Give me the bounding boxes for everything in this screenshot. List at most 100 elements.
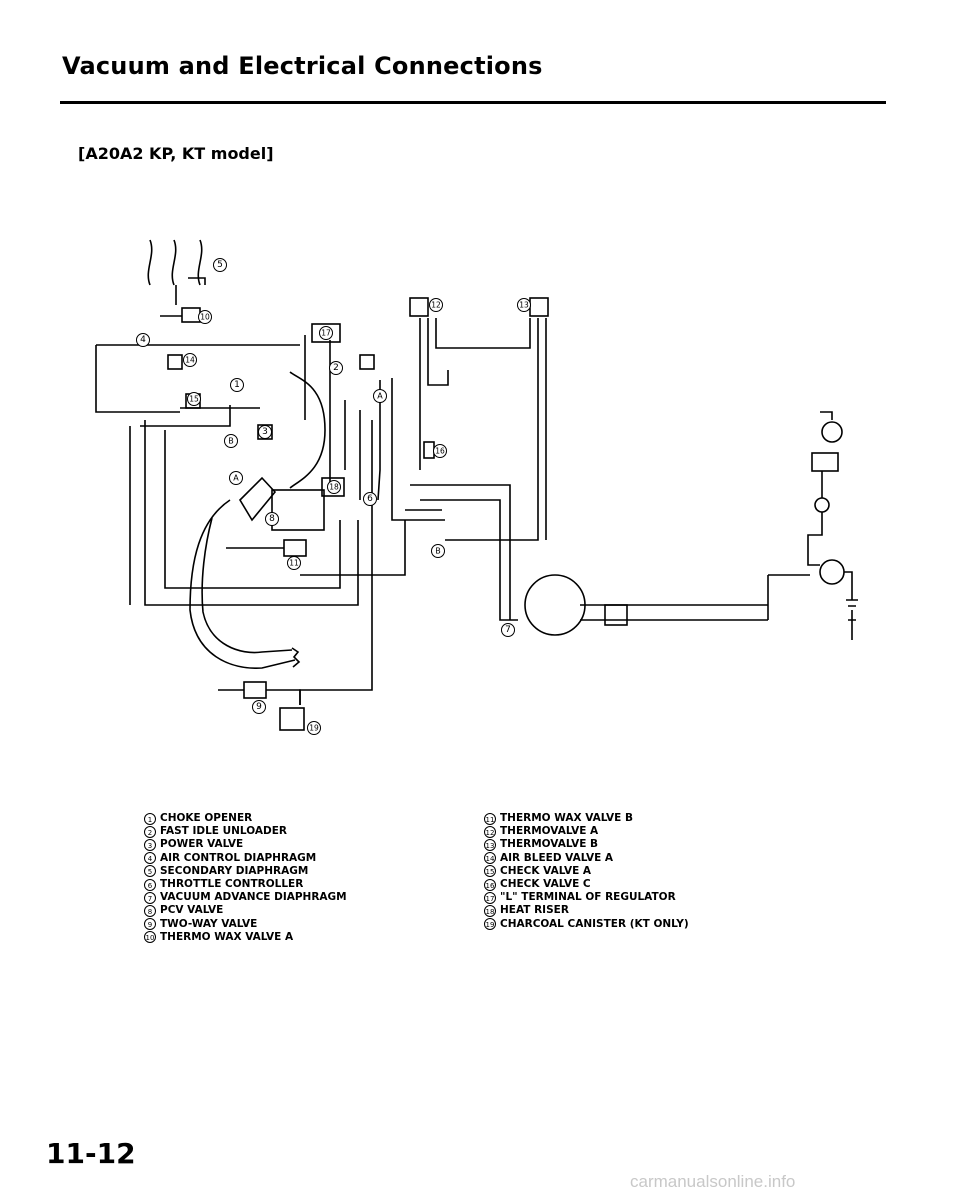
svg-text:9: 9: [256, 702, 262, 712]
marker-5: 5: [213, 258, 227, 272]
alternator: [819, 559, 845, 585]
svg-text:1: 1: [234, 380, 240, 390]
legend-item: 18 HEAT RISER: [484, 904, 689, 918]
marker-11: 11: [287, 556, 301, 570]
svg-text:3: 3: [262, 427, 268, 437]
marker-14: 14: [183, 353, 197, 367]
legend-label: PCV VALVE: [160, 904, 224, 917]
svg-text:8: 8: [269, 514, 275, 524]
legend-item: 14 AIR BLEED VALVE A: [484, 852, 689, 865]
legend-item: 17 "L" TERMINAL OF REGULATOR: [484, 891, 689, 904]
legend-number: 5: [144, 865, 156, 878]
legend-label: CHECK VALVE A: [500, 864, 592, 877]
legend-number: 14: [484, 852, 496, 865]
svg-text:13: 13: [519, 301, 529, 310]
title-rule: [60, 101, 886, 104]
legend-number: 8: [144, 905, 156, 918]
legend-item: 6 THROTTLE CONTROLLER: [144, 878, 347, 891]
svg-text:17: 17: [321, 329, 331, 338]
legend-number: 1: [144, 812, 156, 825]
legend-number: 11: [484, 812, 496, 825]
legend-number: 12: [484, 825, 496, 838]
legend-label: "L" TERMINAL OF REGULATOR: [500, 891, 676, 904]
svg-text:4: 4: [140, 335, 146, 345]
hose-end: [291, 647, 301, 668]
svg-text:2: 2: [333, 363, 339, 373]
legend-label: THERMO WAX VALVE B: [500, 812, 633, 824]
marker-7: 7: [501, 623, 515, 637]
vacuum-wiring-diagram: 5 10 12 13 17 4 14 2 1 A 15 3 B 16 A 18 …: [95, 239, 858, 735]
legend-item: 5 SECONDARY DIAPHRAGM: [144, 865, 347, 878]
legend-label: HEAT RISER: [500, 904, 569, 917]
legend-item: 11 THERMO WAX VALVE B: [484, 812, 689, 825]
marker-3: 3: [258, 425, 272, 439]
legend-number: 4: [144, 852, 156, 865]
legend-label: VACUUM ADVANCE DIAPHRAGM: [160, 891, 347, 904]
marker-6: 6: [363, 492, 377, 506]
svg-text:14: 14: [185, 356, 195, 365]
marker-4: 4: [136, 333, 150, 347]
legend-number: 13: [484, 839, 496, 851]
marker-12: 12: [429, 298, 443, 312]
legend-number: 10: [144, 931, 156, 944]
legend-number: 15: [484, 865, 496, 878]
carburetor-body: [271, 489, 325, 531]
legend-number: 17: [484, 891, 496, 904]
legend-label: CHOKE OPENER: [160, 812, 253, 824]
legend-item: 15 CHECK VALVE A: [484, 865, 689, 878]
marker-18: 18: [327, 480, 341, 494]
legend-label: CHARCOAL CANISTER (KT ONLY): [500, 917, 689, 930]
legend-item: 1 CHOKE OPENER: [144, 812, 347, 825]
marker-9: 9: [252, 700, 266, 714]
svg-text:15: 15: [189, 395, 199, 404]
legend-number: 9: [144, 918, 156, 931]
legend-number: 3: [144, 839, 156, 851]
svg-text:12: 12: [431, 301, 441, 310]
legend-label: THERMOVALVE A: [500, 825, 599, 838]
legend-number: 18: [484, 905, 496, 918]
svg-text:7: 7: [505, 625, 511, 635]
air-intake-hose: [189, 499, 296, 669]
legend-number: 16: [484, 878, 496, 891]
svg-text:11: 11: [289, 559, 299, 568]
watermark: carmanualsonline.info: [630, 1172, 796, 1191]
svg-text:A: A: [377, 392, 383, 401]
svg-text:A: A: [233, 474, 239, 483]
charcoal-canister: [279, 707, 305, 731]
legend-label: THERMO WAX VALVE A: [160, 930, 294, 943]
model-subtitle: [A20A2 KP, KT model]: [78, 144, 274, 163]
marker-B-lower: B: [431, 544, 445, 558]
legend-number: 6: [144, 878, 156, 891]
marker-8: 8: [265, 512, 279, 526]
two-way-valve: [243, 681, 267, 699]
legend-label: THROTTLE CONTROLLER: [160, 878, 304, 891]
marker-2: 2: [329, 361, 343, 375]
marker-19: 19: [307, 721, 321, 735]
legend-item: 10 THERMO WAX VALVE A: [144, 931, 347, 944]
svg-text:16: 16: [435, 447, 445, 456]
svg-text:B: B: [435, 547, 441, 556]
legend-item: 9 TWO-WAY VALVE: [144, 918, 347, 931]
legend-label: AIR BLEED VALVE A: [500, 851, 614, 864]
svg-text:6: 6: [367, 494, 373, 504]
legend-label: SECONDARY DIAPHRAGM: [160, 864, 309, 877]
legend-item: 12 THERMOVALVE A: [484, 825, 689, 838]
svg-text:10: 10: [200, 313, 210, 322]
svg-text:19: 19: [309, 724, 319, 733]
page-title: Vacuum and Electrical Connections: [62, 52, 543, 80]
distributor: [524, 574, 586, 636]
legend-item: 8 PCV VALVE: [144, 904, 347, 918]
marker-17: 17: [319, 326, 333, 340]
marker-A-lower: A: [229, 471, 243, 485]
legend-number: 19: [484, 918, 496, 931]
legend-label: AIR CONTROL DIAPHRAGM: [160, 851, 317, 864]
legend-label: POWER VALVE: [160, 838, 244, 851]
legend-number: 7: [144, 891, 156, 904]
legend-label: TWO-WAY VALVE: [160, 917, 258, 930]
svg-text:5: 5: [217, 260, 223, 270]
